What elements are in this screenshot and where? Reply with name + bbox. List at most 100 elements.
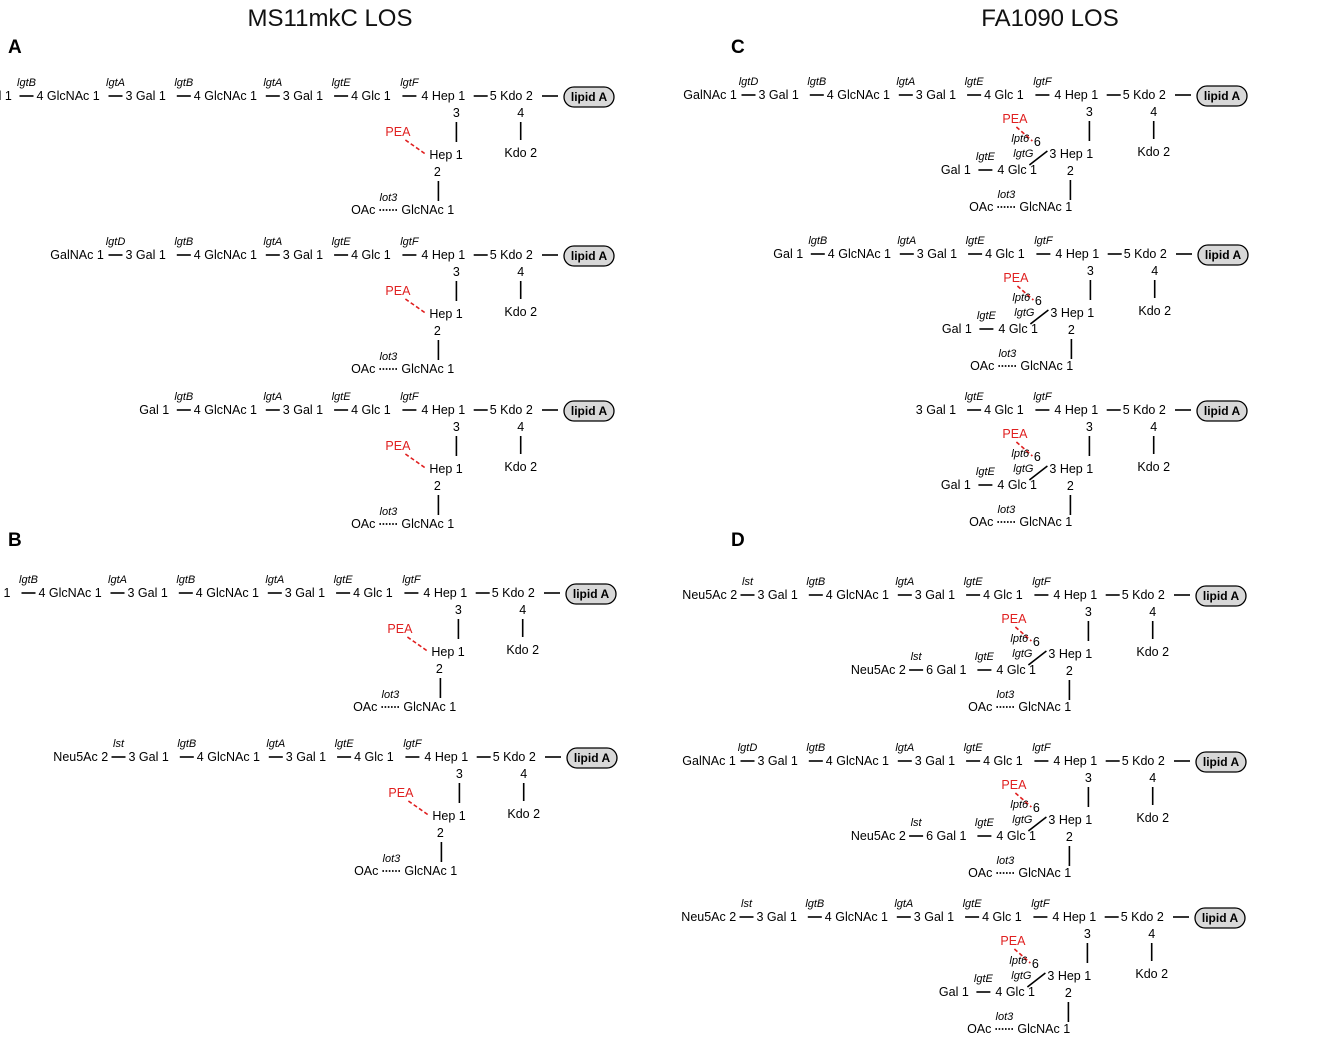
hep2-position-2: 2 [1066,664,1073,678]
kdo2-residue: Kdo 2 [1138,304,1171,318]
hep2-position-2: 2 [1065,986,1072,1000]
chain-gene-label: lgtA [896,76,915,88]
chain-residue: 3 Gal 1 [916,403,956,417]
branch-residue: Gal 1 [939,985,969,999]
hep2-residue: 3 Hep 1 [1049,462,1093,476]
chain-residue: 3 Gal 1 [757,910,797,924]
chain-gene-label: lst [742,576,754,588]
chain-gene-label: lgtF [402,574,422,586]
hep2-position-2: 2 [434,324,441,338]
branch-residue: Gal 1 [942,322,972,336]
lot3-gene-label: lot3 [998,504,1017,516]
chain-residue: 4 Glc 1 [351,248,391,262]
pea-bond [404,298,426,314]
chain-residue: 4 GlcNAc 1 [37,89,100,103]
chain-gene-label: lgtA [266,738,285,750]
chain-residue: 4 GlcNAc 1 [39,586,102,600]
chain-residue: 3 Gal 1 [917,247,957,261]
chain-residue: Gal 1 [773,247,803,261]
oac-residue: OAc [354,864,378,878]
branch-link-bond [1028,150,1048,166]
pea-label: PEA [385,125,411,139]
oac-residue: OAc [351,517,375,531]
chain-residue: 4 GlcNAc 1 [196,586,259,600]
hep-residue: 4 Hep 1 [421,89,465,103]
chain-residue: 3 Gal 1 [916,88,956,102]
hep2-residue: Hep 1 [429,148,462,162]
chain-gene-label: lgtB [805,898,824,910]
chain-gene-label: lgtB [174,77,193,89]
hep-residue: 4 Hep 1 [1053,754,1097,768]
glcnac-residue: GlcNAc 1 [1018,700,1071,714]
chain-gene-label: lgtE [332,77,352,89]
hep-residue: 4 Hep 1 [1054,403,1098,417]
lpt6-gene-label: lpt6 [1011,448,1030,460]
pea-label: PEA [385,284,411,298]
lipid-a-label: lipid A [1204,89,1241,103]
chain-gene-label: lgtE [963,898,983,910]
lipid-a-label: lipid A [573,587,610,601]
chain-residue: Neu5Ac 2 [682,588,737,602]
chain-gene-label: lgtB [19,574,38,586]
branch-gene-label: lgtG [1011,970,1032,982]
chain-residue: 3 Gal 1 [914,910,954,924]
branch-residue: 4 Glc 1 [998,322,1038,336]
pea-label: PEA [1001,612,1027,626]
kdo-residue: 5 Kdo 2 [1122,588,1165,602]
chain-residue: 3 Gal 1 [758,754,798,768]
chain-residue: 4 Glc 1 [353,586,393,600]
chain-residue: 4 Glc 1 [354,750,394,764]
lipid-a-label: lipid A [1203,589,1240,603]
lipid-a-pill [1195,585,1247,607]
chain-residue: 3 Gal 1 [128,586,168,600]
lpt6-gene-label: lpt6 [1012,292,1031,304]
pea-bond [1015,441,1033,457]
lipid-a-label: lipid A [1202,911,1239,925]
hep2-position-2: 2 [1068,323,1075,337]
glcnac-residue: GlcNAc 1 [403,700,456,714]
chain-gene-label: lgtF [400,77,420,89]
chain-residue: 4 Glc 1 [983,754,1023,768]
kdo-position-4: 4 [517,106,524,120]
chain-gene-label: lgtA [895,576,914,588]
chain-gene-label: lgtB [177,738,196,750]
oac-residue: OAc [967,1022,991,1036]
kdo-position-4: 4 [1149,771,1156,785]
hep2-position-2: 2 [434,165,441,179]
lot3-gene-label: lot3 [996,1011,1015,1023]
hep2-position-6: 6 [1034,450,1041,464]
chain-gene-label: lgtE [332,391,352,403]
hep-residue: 4 Hep 1 [421,248,465,262]
hep2-residue: 3 Hep 1 [1049,147,1093,161]
pea-bond [1016,285,1034,301]
hep2-residue: 3 Hep 1 [1047,969,1091,983]
branch-link-bond [1028,465,1048,481]
lipid-a-pill [1197,244,1249,266]
pea-label: PEA [1003,271,1029,285]
lipid-a-pill [563,400,615,422]
lipid-a-pill [1196,400,1248,422]
branch-gene-label: lgtE [975,817,995,829]
branch-gene-label: lst [911,817,923,829]
chain-residue: 3 Gal 1 [126,248,166,262]
oac-residue: OAc [351,362,375,376]
glcnac-residue: GlcNAc 1 [1020,359,1073,373]
chain-gene-label: lgtE [332,236,352,248]
branch-residue: 4 Glc 1 [997,163,1037,177]
hep-residue: 4 Hep 1 [423,586,467,600]
oac-residue: OAc [968,700,992,714]
branch-gene-label: lgtG [1012,814,1033,826]
hep-residue: 4 Hep 1 [1053,588,1097,602]
chain-residue: 3 Gal 1 [285,586,325,600]
chain-gene-label: lgtA [895,742,914,754]
kdo2-residue: Kdo 2 [1137,145,1170,159]
chain-residue: 3 Gal 1 [283,248,323,262]
oac-residue: OAc [968,866,992,880]
chain-gene-label: lgtA [106,77,125,89]
chain-gene-label: lgtB [174,236,193,248]
panel-label-c: C [731,37,745,58]
